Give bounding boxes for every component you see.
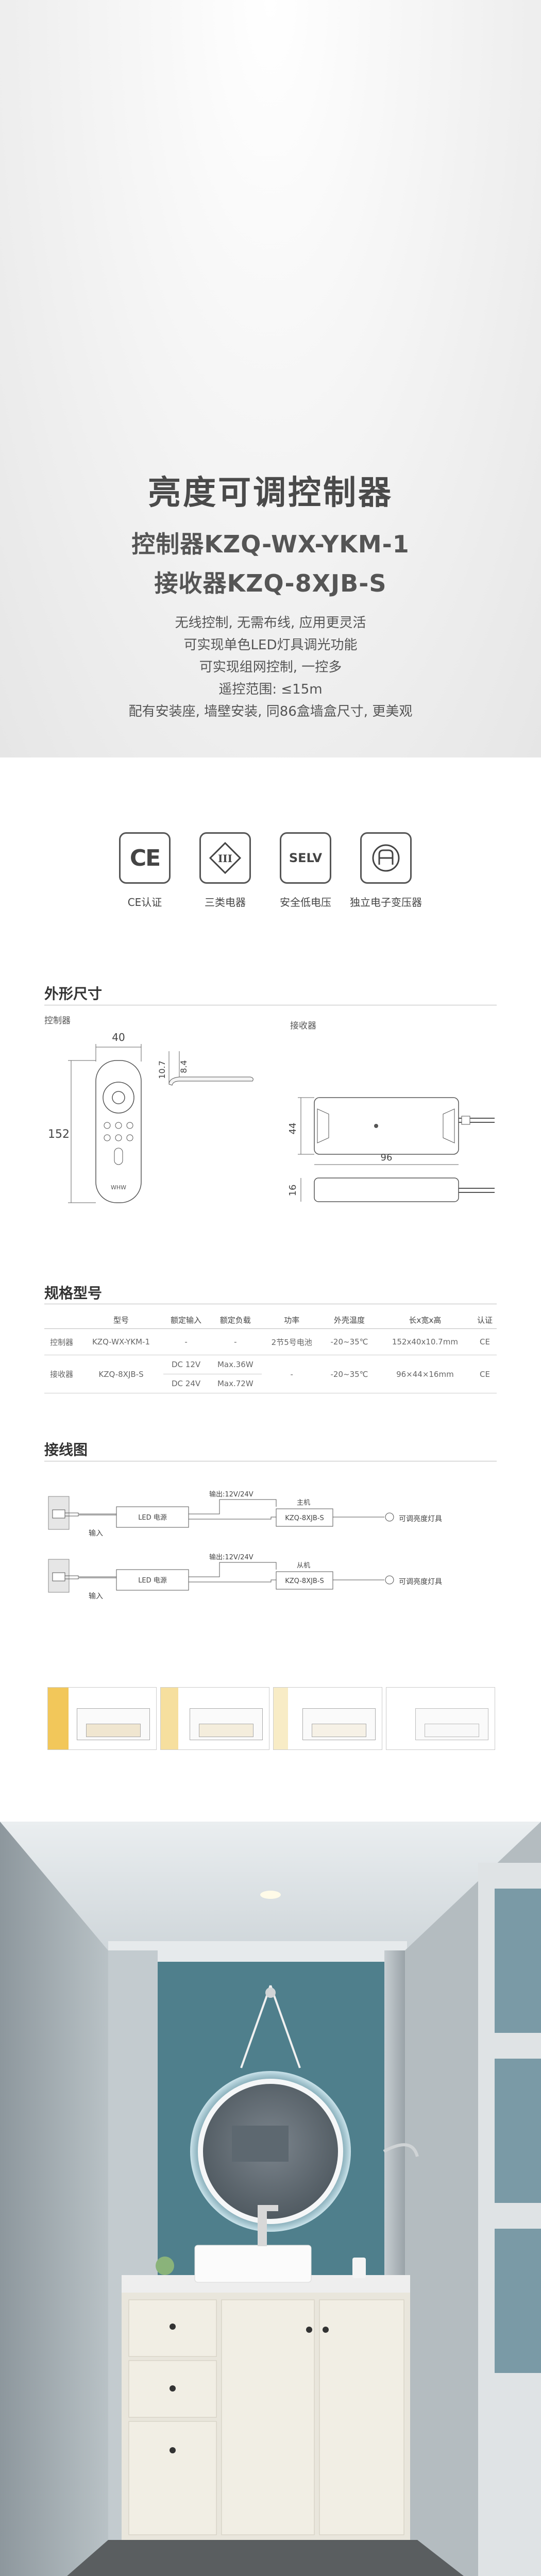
- feature-line: 配有安装座, 墙壁安装, 同86盒墙盒尺寸, 更美观: [128, 704, 413, 719]
- feature-line: 可实现组网控制, 一控多: [199, 660, 342, 675]
- controller-model: 控制器KZQ-WX-YKM-1: [131, 530, 410, 558]
- receiver-dimension-drawing: 44 96 16: [289, 1097, 495, 1202]
- table-cell: KZQ-WX-YKM-1: [79, 1328, 163, 1355]
- svg-text:可调亮度灯具: 可调亮度灯具: [399, 1577, 442, 1586]
- svg-text:输出:12V/24V: 输出:12V/24V: [209, 1553, 253, 1561]
- svg-text:40: 40: [112, 1031, 125, 1043]
- table-cell: -: [262, 1355, 322, 1393]
- table-row: 接收器 KZQ-8XJB-S DC 12V Max.36W - -20~35℃ …: [44, 1355, 497, 1393]
- svg-text:KZQ-8XJB-S: KZQ-8XJB-S: [285, 1577, 324, 1585]
- table-cell: Max.72W: [209, 1374, 262, 1393]
- hero-banner: 亮度可调控制器 控制器KZQ-WX-YKM-1 接收器KZQ-8XJB-S 无线…: [0, 0, 541, 757]
- cert-ce: CE CE认证: [106, 832, 183, 909]
- svg-text:可调亮度灯具: 可调亮度灯具: [399, 1514, 442, 1523]
- svg-text:输入: 输入: [89, 1529, 103, 1538]
- feature-line: 无线控制, 无需布线, 应用更灵活: [175, 615, 366, 631]
- svg-text:从机: 从机: [297, 1562, 310, 1570]
- svg-text:输出:12V/24V: 输出:12V/24V: [209, 1490, 253, 1499]
- section-title-spec: 规格型号: [44, 1285, 103, 1302]
- svg-text:10.7: 10.7: [157, 1060, 167, 1079]
- selv-icon: SELV: [280, 832, 331, 884]
- cert-label: 三类电器: [205, 896, 246, 908]
- svg-text:LED 电源: LED 电源: [138, 1577, 167, 1585]
- product-title: 亮度可调控制器: [148, 474, 393, 512]
- cert-label: 安全低电压: [280, 896, 331, 908]
- transformer-icon: [360, 832, 412, 884]
- table-cell: 接收器: [44, 1355, 79, 1393]
- column-header: 长x宽x高: [377, 1311, 474, 1329]
- table-cell: DC 12V: [163, 1355, 209, 1374]
- table-cell: CE: [473, 1355, 497, 1393]
- table-cell: KZQ-8XJB-S: [79, 1355, 163, 1393]
- scene-bright: [47, 1687, 157, 1750]
- table-row: DC 24V Max.72W: [44, 1374, 497, 1393]
- table-cell: -20~35℃: [322, 1328, 377, 1355]
- svg-text:输入: 输入: [89, 1592, 103, 1601]
- table-cell: Max.36W: [209, 1355, 262, 1374]
- table-cell: -: [209, 1328, 262, 1355]
- svg-text:44: 44: [289, 1123, 298, 1135]
- section-title-dimensions: 外形尺寸: [44, 985, 103, 1002]
- column-header: 外壳温度: [322, 1311, 377, 1329]
- cert-class-iii: III 三类电器: [187, 832, 264, 909]
- svg-text:16: 16: [289, 1185, 298, 1197]
- scene-off: [386, 1687, 495, 1750]
- column-header: 型号: [79, 1311, 163, 1329]
- section-title-wiring: 接线图: [44, 1441, 88, 1458]
- cert-selv: SELV 安全低电压: [267, 832, 344, 909]
- controller-label: 控制器: [44, 1016, 71, 1026]
- table-cell: -: [163, 1328, 209, 1355]
- scene-warm: [160, 1687, 269, 1750]
- class-iii-icon: III: [199, 832, 251, 884]
- table-cell: 控制器: [44, 1328, 79, 1355]
- svg-text:152: 152: [48, 1128, 70, 1141]
- feature-line: 遥控范围: ≤15m: [218, 682, 323, 697]
- cert-label: 独立电子变压器: [350, 896, 422, 908]
- table-row: 控制器 KZQ-WX-YKM-1 - - 2节5号电池 -20~35℃ 152x…: [44, 1328, 497, 1355]
- svg-text:96: 96: [381, 1152, 393, 1163]
- svg-text:KZQ-8XJB-S: KZQ-8XJB-S: [285, 1514, 324, 1522]
- controller-dimension-drawing: 40 WHW 152 10.7 8.4: [48, 1031, 253, 1203]
- cert-transformer: 独立电子变压器: [347, 832, 425, 909]
- wiring-diagram: 输入 LED 电源 输出:12V/24V 主机 KZQ-8XJB-S 可调亮度灯…: [48, 1490, 442, 1601]
- svg-text:WHW: WHW: [111, 1184, 126, 1191]
- table-header-row: 型号 额定输入 额定负载 功率 外壳温度 长x宽x高 认证: [44, 1311, 497, 1329]
- bathroom-scene-photo: [0, 1822, 541, 2576]
- column-header: 功率: [262, 1311, 322, 1329]
- svg-text:LED 电源: LED 电源: [138, 1514, 167, 1522]
- receiver-label: 接收器: [290, 1021, 316, 1031]
- spec-table: 型号 额定输入 额定负载 功率 外壳温度 长x宽x高 认证 控制器 KZQ-WX…: [44, 1311, 497, 1393]
- table-cell: 96×44×16mm: [377, 1355, 474, 1393]
- feature-line: 可实现单色LED灯具调光功能: [183, 637, 358, 653]
- table-cell: 2节5号电池: [262, 1328, 322, 1355]
- svg-text:III: III: [218, 852, 232, 865]
- table-cell: 152x40x10.7mm: [377, 1328, 474, 1355]
- receiver-model: 接收器KZQ-8XJB-S: [154, 569, 387, 597]
- svg-text:8.4: 8.4: [179, 1060, 189, 1073]
- cert-label: CE认证: [127, 896, 162, 908]
- scene-dim: [273, 1687, 382, 1750]
- column-header: 认证: [473, 1311, 497, 1329]
- column-header: [44, 1311, 79, 1329]
- column-header: 额定负载: [209, 1311, 262, 1329]
- table-cell: DC 24V: [163, 1374, 209, 1393]
- table-cell: CE: [473, 1328, 497, 1355]
- table-cell: -20~35℃: [322, 1355, 377, 1393]
- svg-text:主机: 主机: [297, 1499, 310, 1507]
- column-header: 额定输入: [163, 1311, 209, 1329]
- ce-mark-icon: CE: [119, 832, 171, 884]
